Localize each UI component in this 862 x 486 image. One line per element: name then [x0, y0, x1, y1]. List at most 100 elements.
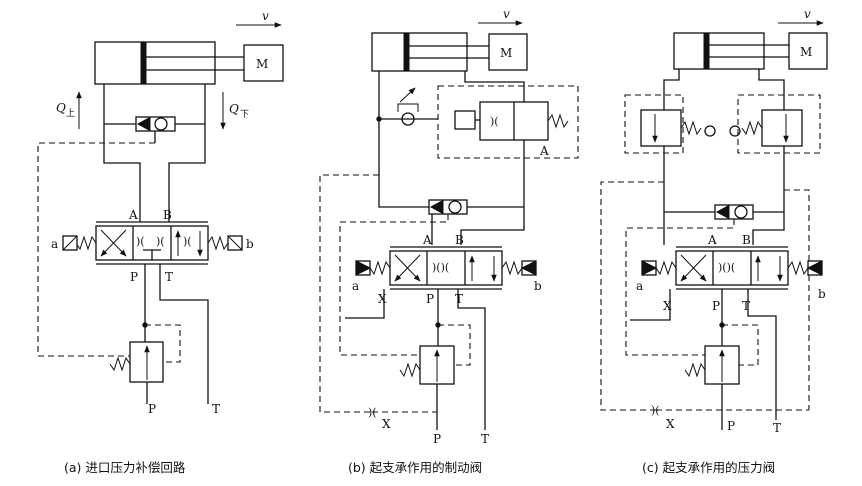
valve-center-throttle-c: )()(: [718, 261, 735, 274]
figure-a-inlet-pressure-compensation-circuit: M v Q 上 Q 下 )( )( )(: [37, 9, 284, 416]
shuttle-ball-b: [448, 200, 462, 214]
q-up-label: Q: [56, 101, 66, 115]
t-return-line-a: [159, 264, 209, 404]
load-mass-box-a: [243, 44, 284, 82]
shuttle-ball-a: [154, 117, 168, 131]
solenoid-b-label: b: [246, 237, 254, 251]
solenoid-a-label: a: [51, 237, 58, 251]
pilot-dashed-line-c: [625, 219, 735, 356]
spring-left-b: [369, 260, 391, 276]
figure-b-support-brake-valve: M v )( A )()(: [319, 7, 579, 446]
load-mass-box-b: [488, 33, 528, 71]
brake-valve-piston-b: [454, 110, 476, 130]
solenoid-a-triangle-b: [355, 260, 372, 276]
tank-label-a: T: [212, 402, 220, 416]
orifice-c: )(: [651, 404, 660, 417]
velocity-label-c: v: [804, 7, 811, 21]
pilot-dashed-line-a: [37, 142, 155, 357]
check-ball-b: [401, 112, 415, 126]
cylinder-body-b: [371, 32, 468, 72]
port-a-label-a: A: [128, 208, 138, 222]
port-x-label-c: X: [663, 299, 672, 313]
valve-center-throttle-2-a: )(: [156, 235, 165, 248]
junction-b1: [376, 116, 382, 122]
valve-right-throttle-a: )(: [183, 235, 192, 248]
valve-center-throttle-b: )()(: [432, 261, 449, 274]
pilot-dashed-line-b: [339, 214, 449, 356]
spring-left-c: [655, 260, 677, 276]
solenoid-a-triangle-c: [641, 260, 658, 276]
q-up-subscript: 上: [66, 108, 75, 119]
port-t-label-c: T: [742, 299, 750, 313]
tank-label-b: T: [481, 432, 489, 446]
port-p-label-a: P: [130, 270, 138, 284]
x-orifice-label-b: X: [382, 417, 391, 431]
port-p-label-b: P: [426, 292, 434, 306]
figure-c-support-pressure-valve: M v )()(: [600, 7, 828, 435]
port-b-label-a: B: [163, 208, 172, 222]
compensator-spring-b: [399, 362, 421, 378]
pressure-valve-left-c: [640, 109, 682, 147]
valve-cross-arrow-2-c: [680, 254, 707, 282]
port-a-label-b: A: [422, 233, 432, 247]
port-b-label-b: B: [455, 233, 464, 247]
q-down-subscript: 下: [240, 110, 249, 120]
velocity-label-b: v: [503, 7, 510, 21]
outer-dashed-line-b: [319, 174, 379, 413]
velocity-label-a: v: [262, 9, 269, 23]
spring-right-c: [787, 260, 809, 276]
shuttle-ball-c: [734, 205, 748, 219]
pressure-valve-left-dash-c: [624, 94, 684, 154]
spring-right-b: [501, 260, 523, 276]
cylinder-body-c: [673, 32, 765, 70]
compensator-pilot-dash-a: [145, 324, 181, 363]
cylinder-piston-b: [403, 32, 410, 72]
throttle-adjust-arrow-b: [399, 87, 416, 103]
pressure-valve-right-spring-c: [741, 120, 763, 136]
shuttle-triangle-b: [429, 199, 444, 215]
brake-valve-spring-b: [547, 113, 569, 129]
line-b-right-b: [460, 71, 525, 245]
x-line-c: [630, 289, 671, 321]
tank-label-c: T: [773, 421, 781, 435]
port-t-label-b: T: [455, 292, 463, 306]
check-ball-right-c: [729, 125, 741, 137]
line-b-right-c: [752, 69, 785, 245]
t-return-line-b: [457, 289, 486, 430]
outer-dashed-right-c: [784, 189, 810, 410]
cylinder-body-a: [94, 41, 216, 85]
pump-label-c: P: [727, 419, 735, 433]
brake-valve-dashed-box-b: [437, 85, 579, 159]
load-mass-label-a: M: [256, 57, 268, 71]
port-b-label-c: B: [742, 233, 751, 247]
throttle-bypass-b: [397, 103, 419, 112]
port-p-label-c: P: [712, 299, 720, 313]
compensator-pilot-dash-c: [722, 324, 759, 366]
check-ball-left-c: [704, 125, 716, 137]
solenoid-b-label-c: b: [818, 287, 826, 301]
cylinder-piston-c: [703, 32, 710, 70]
port-x-label-b: X: [378, 292, 387, 306]
spring-right-a: [207, 235, 229, 251]
spring-left-a: [75, 235, 97, 251]
solenoid-b-triangle-b: [520, 260, 537, 276]
shuttle-triangle-c: [715, 204, 730, 220]
valve-center-throttle-a: )(: [136, 235, 145, 248]
outer-dashed-line-c: [600, 181, 664, 411]
solenoid-b-label-b: b: [534, 279, 542, 293]
pressure-valve-right-dash-c: [737, 94, 821, 154]
line-a-left: [103, 84, 141, 222]
line-a-left-c: [663, 69, 680, 245]
valve-cross-arrow-2-b: [394, 254, 421, 282]
compensator-pilot-dash-b: [438, 324, 471, 366]
load-mass-label-b: M: [500, 46, 512, 60]
solenoid-a-diag: [62, 235, 78, 251]
cylinder-piston-a: [140, 41, 147, 85]
brake-valve-throttle-b: )(: [490, 115, 499, 128]
pump-label-b: P: [433, 432, 441, 446]
load-mass-box-c: [788, 32, 828, 70]
caption-a: (a) 进口压力补偿回路: [64, 460, 186, 475]
load-mass-label-c: M: [800, 45, 812, 59]
solenoid-b-diag: [227, 235, 243, 251]
